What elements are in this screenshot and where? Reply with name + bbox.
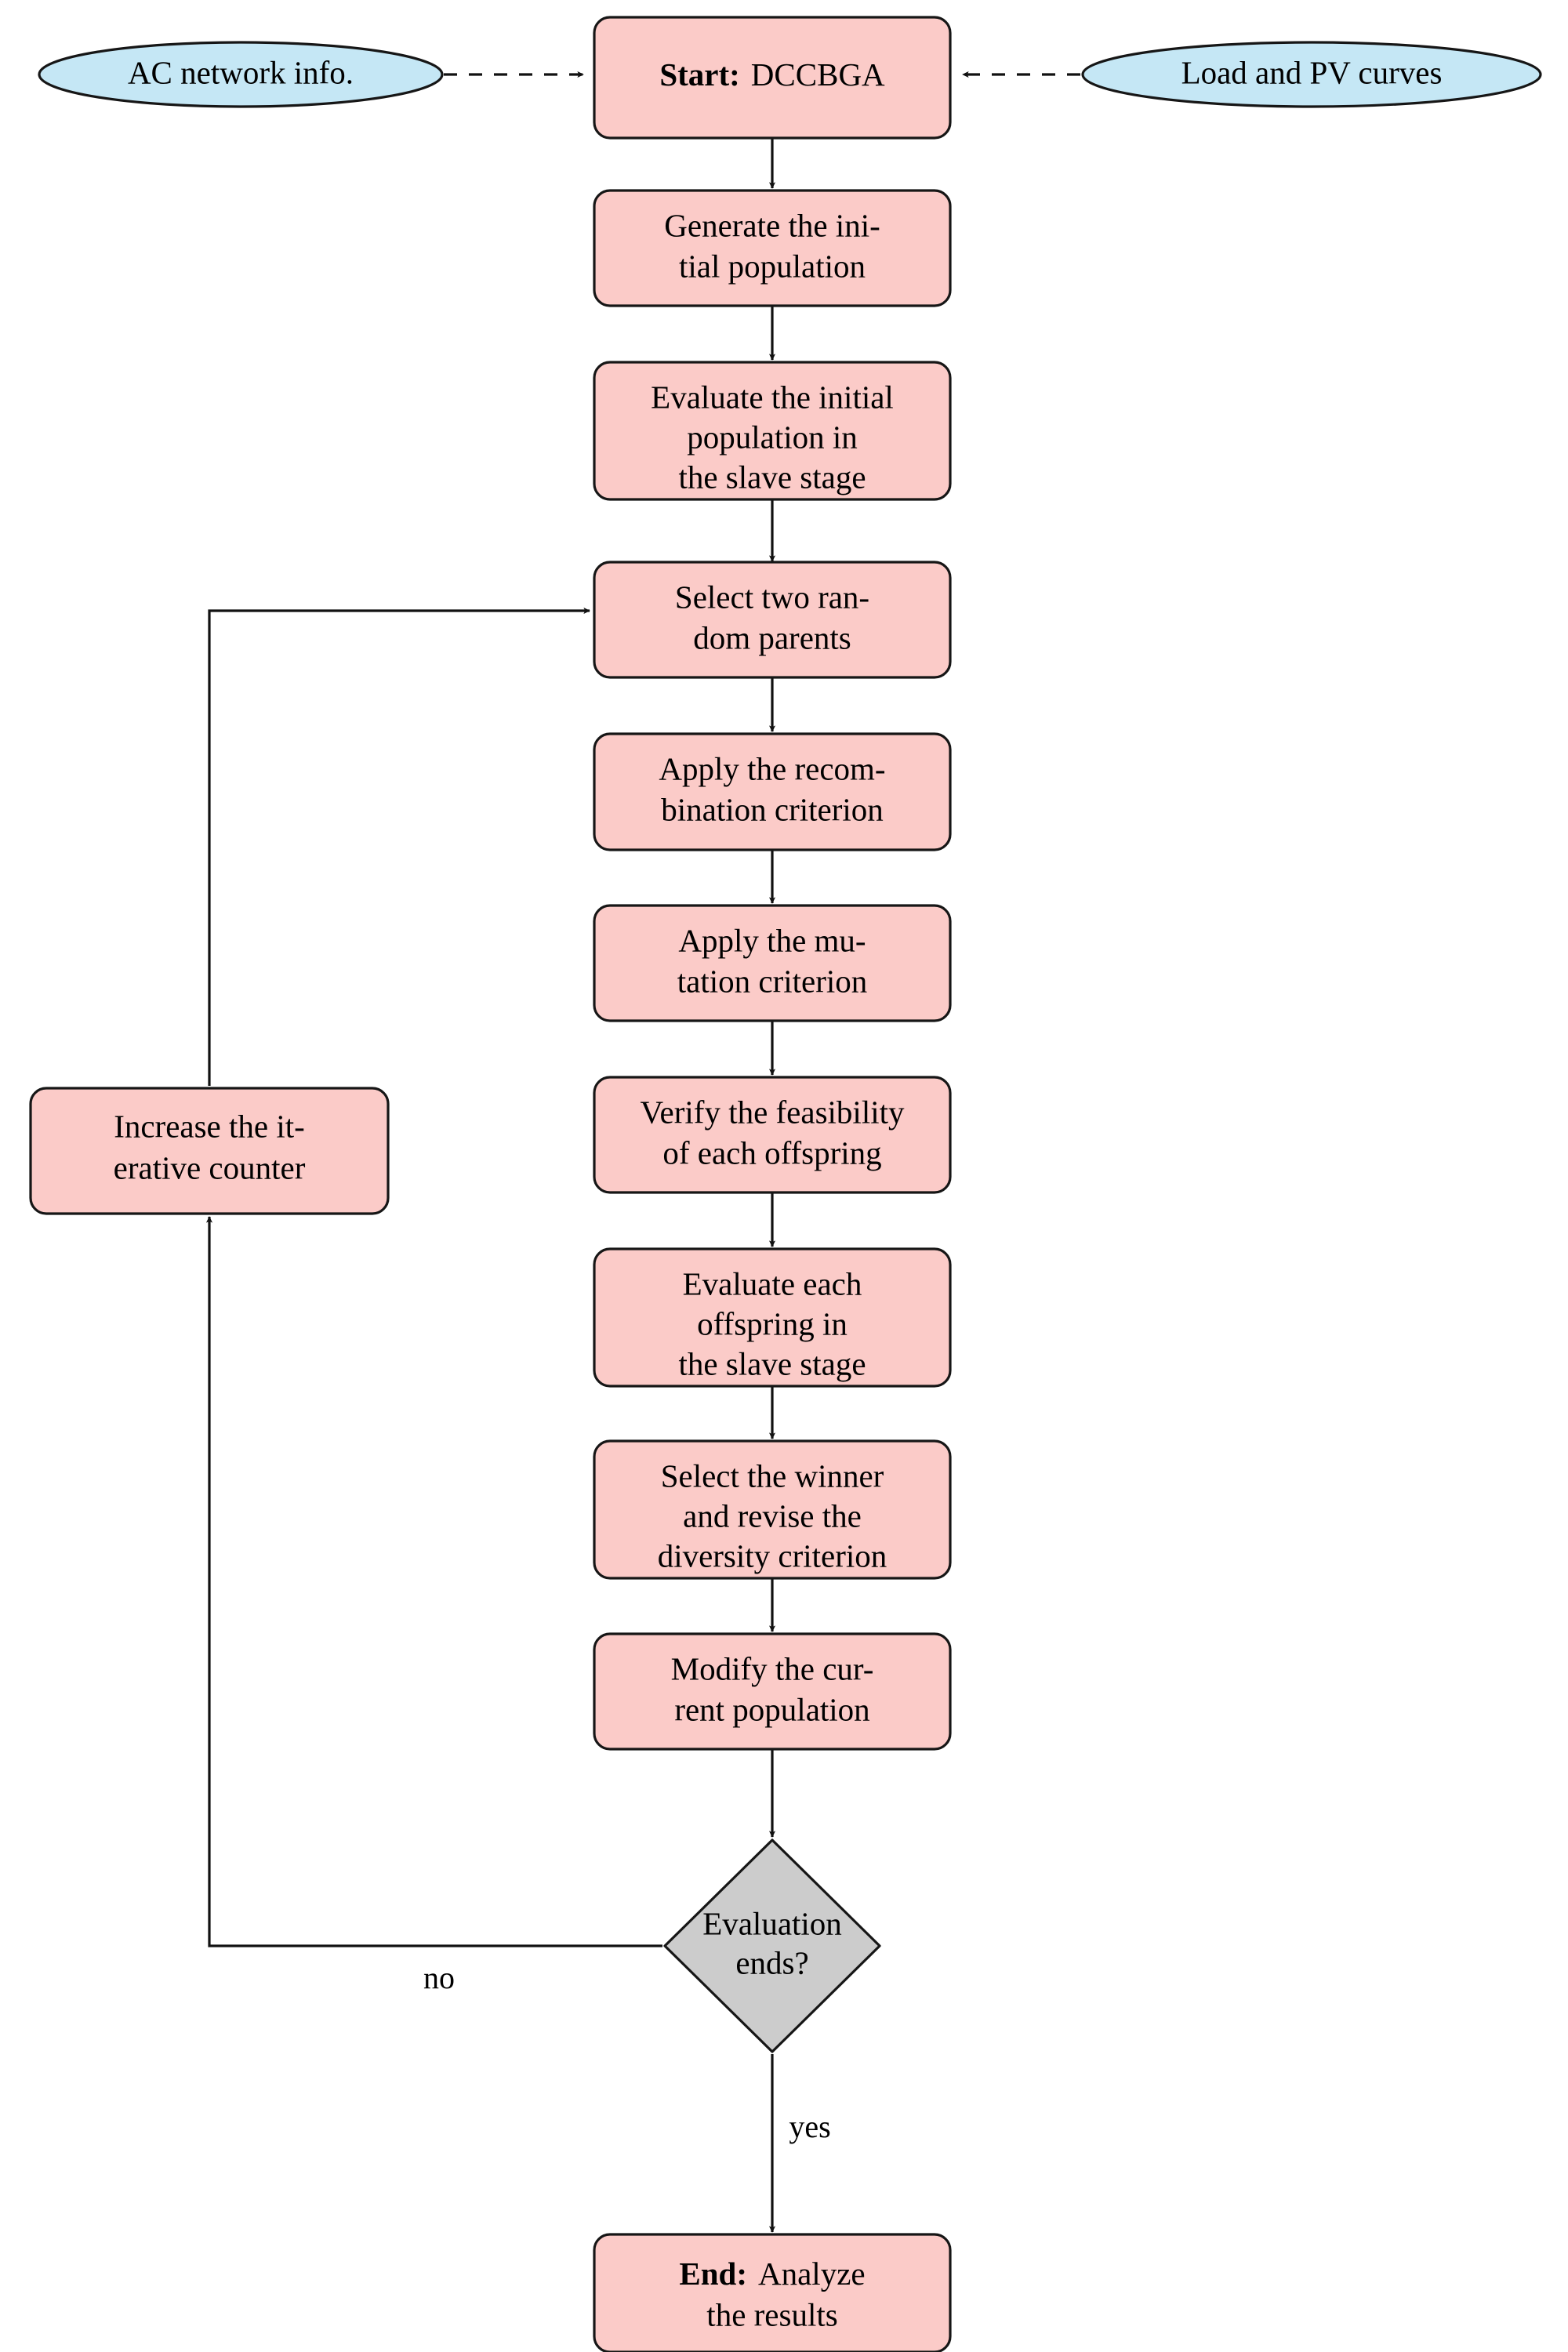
- start-box: [593, 16, 952, 140]
- verify-label-line1: Verify the feasibility: [640, 1094, 905, 1130]
- select-winner-label-line3: diversity criterion: [658, 1537, 887, 1573]
- generate-box: [593, 189, 952, 307]
- decision-diamond: [663, 1838, 881, 2053]
- counter-label-line2: erative counter: [114, 1149, 306, 1185]
- select-winner-box: [593, 1439, 952, 1580]
- evaluate-initial-label-line2: population in: [687, 419, 858, 455]
- start-label-rest: DCCBGA: [751, 56, 885, 93]
- evaluate-offspring-label-line2: offspring in: [697, 1305, 848, 1341]
- edge-label-yes: yes: [789, 2109, 830, 2144]
- decision-label-line1: Evaluation: [702, 1905, 842, 1941]
- node-select-two-random-parents[interactable]: Select two ran- dom parents: [593, 561, 952, 679]
- recombination-label-line1: Apply the recom-: [659, 750, 885, 786]
- ac-network-info-label: AC network info.: [128, 54, 354, 90]
- decision-label-line2: ends?: [735, 1944, 808, 1980]
- node-generate-initial-population[interactable]: Generate the ini- tial population: [593, 189, 952, 307]
- evaluate-offspring-label-line3: the slave stage: [678, 1345, 866, 1381]
- select-parents-label-line2: dom parents: [693, 619, 851, 655]
- counter-box: [29, 1087, 390, 1215]
- start-label-bold: Start:: [659, 56, 739, 93]
- recombination-box: [593, 732, 952, 851]
- node-increase-iterative-counter[interactable]: Increase the it- erative counter: [29, 1087, 390, 1215]
- evaluate-initial-label-line3: the slave stage: [678, 459, 866, 495]
- evaluate-initial-label-line1: Evaluate the initial: [651, 379, 894, 415]
- node-end[interactable]: End: Analyze the results: [593, 2233, 952, 2352]
- node-input-load-pv-curves[interactable]: Load and PV curves: [1081, 41, 1542, 108]
- select-parents-label-line1: Select two ran-: [675, 579, 869, 615]
- counter-label-line1: Increase the it-: [114, 1108, 305, 1144]
- start-label: Start: DCCBGA: [659, 56, 885, 93]
- end-label-line1: End: Analyze: [679, 2256, 865, 2292]
- node-evaluate-initial-population[interactable]: Evaluate the initial population in the s…: [593, 361, 952, 501]
- node-modify-current-population[interactable]: Modify the cur- rent population: [593, 1632, 952, 1751]
- node-decision-evaluation-ends[interactable]: Evaluation ends?: [663, 1838, 881, 2053]
- edge-counter-to-select-parents: [208, 607, 590, 1086]
- evaluate-offspring-label-line1: Evaluate each: [683, 1265, 862, 1301]
- node-apply-recombination-criterion[interactable]: Apply the recom- bination criterion: [593, 732, 952, 851]
- mutation-label-line1: Apply the mu-: [678, 922, 866, 958]
- evaluate-offspring-box: [593, 1247, 952, 1388]
- node-verify-feasibility[interactable]: Verify the feasibility of each offspring: [593, 1076, 952, 1194]
- node-start[interactable]: Start: DCCBGA: [593, 16, 952, 140]
- load-pv-curves-ellipse: [1081, 41, 1542, 108]
- end-box: [593, 2233, 952, 2352]
- recombination-label-line2: bination criterion: [661, 791, 884, 827]
- modify-label-line1: Modify the cur-: [671, 1650, 874, 1686]
- ac-network-info-ellipse: [38, 41, 444, 108]
- end-label-line2: the results: [706, 2296, 837, 2332]
- edge-label-no: no: [423, 1960, 455, 1995]
- edge-decision-no-to-counter: [205, 1216, 662, 1947]
- select-winner-label-line2: and revise the: [683, 1497, 862, 1534]
- load-pv-curves-label: Load and PV curves: [1181, 54, 1443, 90]
- evaluate-initial-box: [593, 361, 952, 501]
- node-select-winner[interactable]: Select the winner and revise the diversi…: [593, 1439, 952, 1580]
- generate-label-line1: Generate the ini-: [664, 207, 880, 243]
- select-parents-box: [593, 561, 952, 679]
- verify-box: [593, 1076, 952, 1194]
- node-apply-mutation-criterion[interactable]: Apply the mu- tation criterion: [593, 904, 952, 1022]
- node-evaluate-each-offspring[interactable]: Evaluate each offspring in the slave sta…: [593, 1247, 952, 1388]
- generate-label-line2: tial population: [679, 248, 866, 284]
- modify-box: [593, 1632, 952, 1751]
- select-winner-label-line1: Select the winner: [661, 1457, 884, 1494]
- verify-label-line2: of each offspring: [662, 1134, 881, 1171]
- mutation-box: [593, 904, 952, 1022]
- end-label-rest: Analyze: [758, 2256, 866, 2292]
- node-input-ac-network-info[interactable]: AC network info.: [38, 41, 444, 108]
- end-label-bold: End:: [679, 2256, 747, 2292]
- modify-label-line2: rent population: [674, 1691, 869, 1727]
- mutation-label-line2: tation criterion: [677, 963, 868, 999]
